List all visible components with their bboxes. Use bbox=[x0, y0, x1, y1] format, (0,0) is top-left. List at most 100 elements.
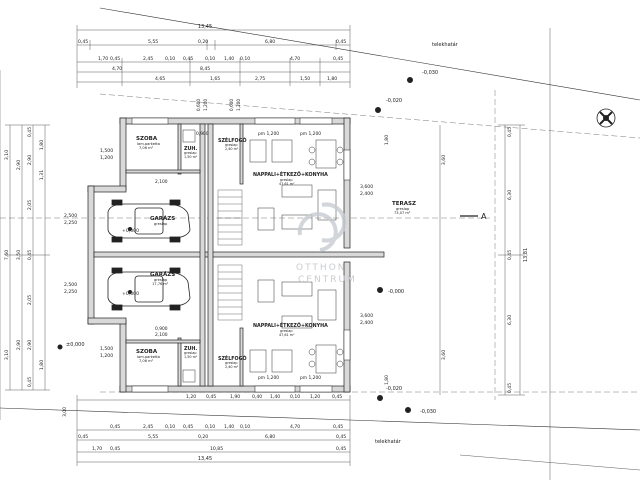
dim-bot-r3-1: 5,55 bbox=[148, 434, 158, 440]
dim-top-r3-4: 0,45 bbox=[183, 56, 193, 62]
ml-3: 2,400 bbox=[360, 320, 373, 326]
room-labels: TERASZ greslap 73,07 m² GARÁZS greslap G… bbox=[136, 136, 416, 369]
room-nappali-bottom-sub2: 47,61 m² bbox=[279, 333, 295, 337]
win-top-1: pm 1,200 bbox=[300, 131, 321, 137]
left-dimension-lines bbox=[5, 124, 50, 391]
dim-left-p4: 3,10 bbox=[4, 350, 10, 360]
gd-3: 2,250 bbox=[64, 289, 77, 295]
dim-left-c3-0: 1,31 bbox=[39, 170, 45, 180]
dim-bot-r2-2: 0,10 bbox=[165, 424, 175, 430]
dim-right-p2: 0,45 bbox=[507, 250, 513, 260]
furniture bbox=[182, 129, 344, 383]
te-3: 1,200 bbox=[236, 99, 241, 111]
dim-left-c2-3: 0,45 bbox=[27, 250, 33, 260]
right-dimension-lines bbox=[439, 124, 525, 396]
dim-top-r3-3: 0,10 bbox=[165, 56, 175, 62]
win-bottom-1: pm 1,200 bbox=[300, 375, 321, 381]
level-top-mid: -0,020 bbox=[386, 98, 402, 104]
room-zuh-top-sub1: greslap bbox=[184, 151, 197, 155]
dim-bot-r4-1: 0,45 bbox=[110, 446, 120, 452]
dim-left-p3: 2,90 bbox=[16, 340, 22, 350]
watermark-line1: OTTHON bbox=[296, 263, 347, 273]
level-mid-right: -0,000 bbox=[388, 289, 404, 295]
gd-0: 2,500 bbox=[64, 213, 77, 219]
room-szelfogo-bottom-sub2: 2,40 m² bbox=[225, 365, 239, 369]
room-terasz-sub2: 73,07 m² bbox=[394, 211, 411, 215]
north-arrow-icon bbox=[596, 108, 616, 128]
dim-top-r3-8: 4,70 bbox=[290, 56, 300, 62]
level-left-zero: ±0,000 bbox=[66, 342, 85, 348]
room-terasz-sub1: greslap bbox=[396, 207, 410, 211]
dim-bot-r1-1: 0,45 bbox=[206, 394, 216, 400]
dim-left-p0: 3,10 bbox=[4, 150, 10, 160]
room-nappali-bottom: NAPPALI+ÉTKEZŐ+KONYHA bbox=[253, 321, 328, 329]
room-szoba-top: SZOBA bbox=[136, 136, 158, 142]
dim-left-c2-1: 2,90 bbox=[27, 155, 33, 165]
level-garage-top: +0,000 bbox=[122, 228, 139, 234]
room-garazs-top: GARÁZS bbox=[150, 215, 175, 222]
dim-bot-r3-0: 0,45 bbox=[78, 434, 88, 440]
level-bottom-right: -0,030 bbox=[420, 409, 436, 415]
top-dim-texts: 13,45 0,45 5,55 0,20 6,80 0,45 1,70 0,45… bbox=[78, 24, 346, 82]
dim-left-c2-2: 2,05 bbox=[27, 200, 33, 210]
dim-bot-r2-3: 0,45 bbox=[183, 424, 193, 430]
ml-2: 3,600 bbox=[360, 313, 373, 319]
room-szoba-top-sub1: lam.parketta bbox=[137, 142, 160, 146]
dim-bot-r1-0: 1,20 bbox=[186, 394, 196, 400]
level-garage-bottom: +0,000 bbox=[122, 291, 139, 297]
dim-left-total: 7,60 bbox=[4, 250, 10, 260]
dim-left-c2-0: 0,45 bbox=[27, 127, 33, 137]
door-5: 2,100 bbox=[155, 332, 168, 338]
windows bbox=[131, 117, 351, 393]
dim-top-r3-0: 1,70 bbox=[98, 56, 108, 62]
dim-right-inner-1: 3,60 bbox=[441, 350, 447, 360]
dim-left-p1: 2,90 bbox=[16, 160, 22, 170]
dim-bot-r2-5: 1,40 bbox=[224, 424, 234, 430]
dim-right-total: 13,81 bbox=[523, 248, 529, 262]
dim-bot-r1-3: 0,40 bbox=[252, 394, 262, 400]
room-szelfogo-top-sub2: 2,40 m² bbox=[225, 147, 239, 151]
room-szelfogo-top: SZÉLFOGÓ bbox=[218, 136, 247, 144]
door-2: 2,100 bbox=[155, 179, 168, 185]
dim-bot-r2-8: 0,45 bbox=[333, 424, 343, 430]
dim-bot-r2-4: 0,10 bbox=[205, 424, 215, 430]
room-zuh-bottom-sub1: greslap bbox=[184, 351, 197, 355]
dim-left-c2-4: 2,05 bbox=[27, 295, 33, 305]
be-1: 1,80 bbox=[384, 375, 390, 385]
dim-top-r3-9: 0,45 bbox=[333, 56, 343, 62]
dim-bot-r1-7: 0,45 bbox=[332, 394, 342, 400]
dim-top-r3-2: 2,45 bbox=[143, 56, 153, 62]
dim-top-r5-3: 1,50 bbox=[300, 76, 310, 82]
sw-1: 1,200 bbox=[100, 155, 113, 161]
dim-top-r5-4: 1,80 bbox=[327, 76, 337, 82]
dim-bot-total: 13,45 bbox=[198, 456, 212, 462]
gd-2: 2,500 bbox=[64, 282, 77, 288]
dim-top-r5-1: 1,65 bbox=[210, 76, 220, 82]
dim-right-p0: 0,45 bbox=[507, 127, 513, 137]
room-szelfogo-bottom-sub1: greslap bbox=[225, 361, 238, 365]
dim-right-p3: 6,30 bbox=[507, 315, 513, 325]
room-szelfogo-top-sub1: greslap bbox=[225, 143, 238, 147]
room-garazs-top-sub1: greslap bbox=[154, 222, 168, 226]
lot-boundary-bottom bbox=[0, 407, 640, 431]
dim-bot-r3-3: 6,80 bbox=[265, 434, 275, 440]
ml-1: 2,400 bbox=[360, 191, 373, 197]
room-zuh-bottom-sub2: 1,50 m² bbox=[184, 355, 198, 359]
dim-bot-r4-3: 0,45 bbox=[336, 446, 346, 452]
sw-3: 1,200 bbox=[100, 353, 113, 359]
dim-top-r5-0: 4,65 bbox=[155, 76, 165, 82]
gd-1: 2,250 bbox=[64, 220, 77, 226]
room-terasz: TERASZ bbox=[392, 201, 416, 207]
door-0: 0,900 bbox=[196, 131, 209, 137]
dim-right-inner-0: 3,60 bbox=[441, 155, 447, 165]
dim-bot-r3-4: 0,45 bbox=[336, 434, 346, 440]
sw-2: 1,500 bbox=[100, 346, 113, 352]
section-marker-a: A bbox=[481, 212, 487, 221]
room-szoba-bottom-sub2: 7,06 m² bbox=[139, 359, 154, 363]
win-top-0: pm 1,200 bbox=[258, 131, 279, 137]
dim-bot-r4-0: 1,70 bbox=[92, 446, 102, 452]
dim-bot-r2-0: 0,45 bbox=[110, 424, 120, 430]
dim-right-p1: 6,30 bbox=[507, 190, 513, 200]
dim-top-r2-4: 0,45 bbox=[336, 39, 346, 45]
